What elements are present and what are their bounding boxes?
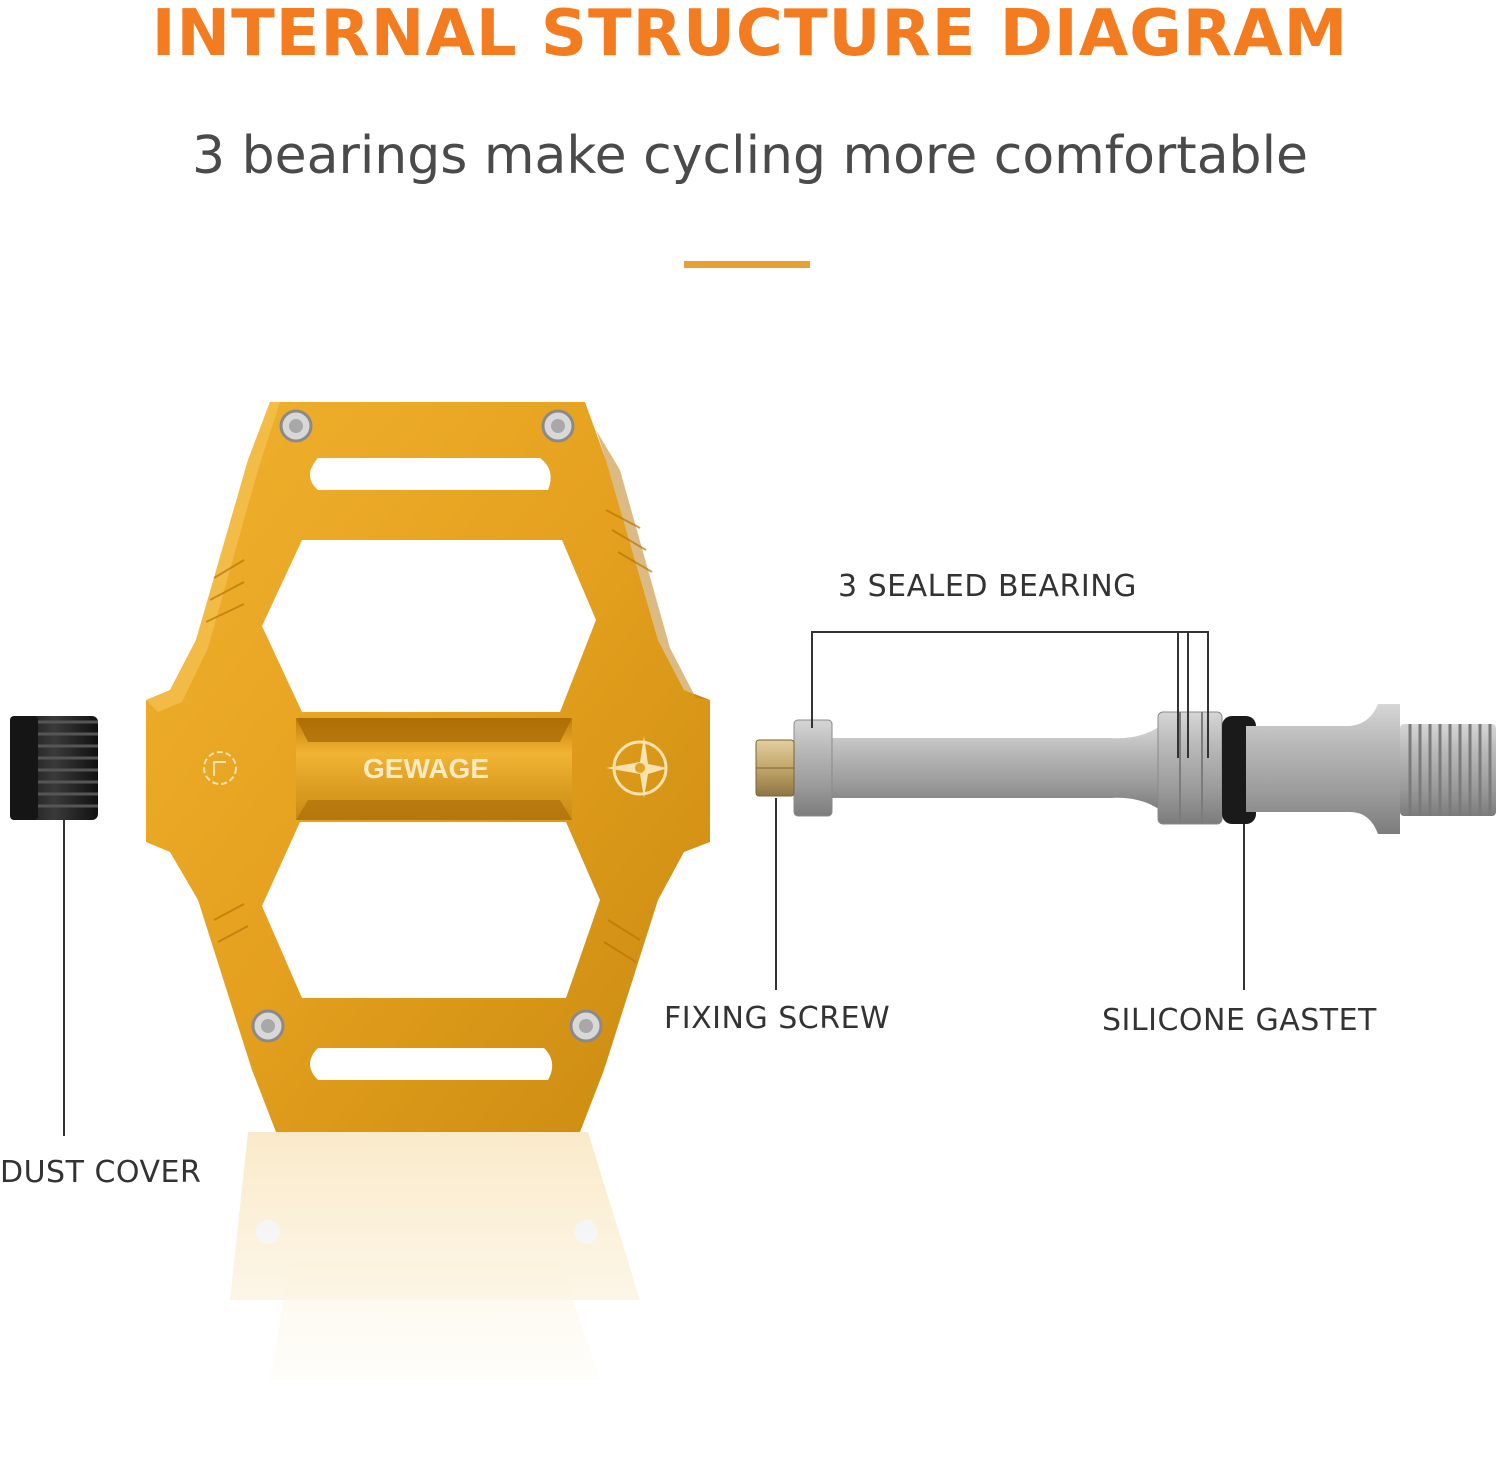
label-fixing-screw: FIXING SCREW [664,1002,890,1036]
axle-assembly [756,704,1496,834]
pedal-reflection [220,1130,660,1430]
pedal-brand: GEWAGE [363,753,489,784]
label-sealed-bearing: 3 SEALED BEARING [838,570,1137,604]
pedal-body: GEWAGE [146,402,710,1132]
bolt-icon [543,411,573,441]
dust-cover [10,716,98,820]
label-dust-cover: DUST COVER [0,1156,201,1190]
label-silicone-gasket: SILICONE GASTET [1102,1004,1377,1038]
bolt-icon [253,1011,283,1041]
bolt-icon [571,1011,601,1041]
bolt-icon [281,411,311,441]
